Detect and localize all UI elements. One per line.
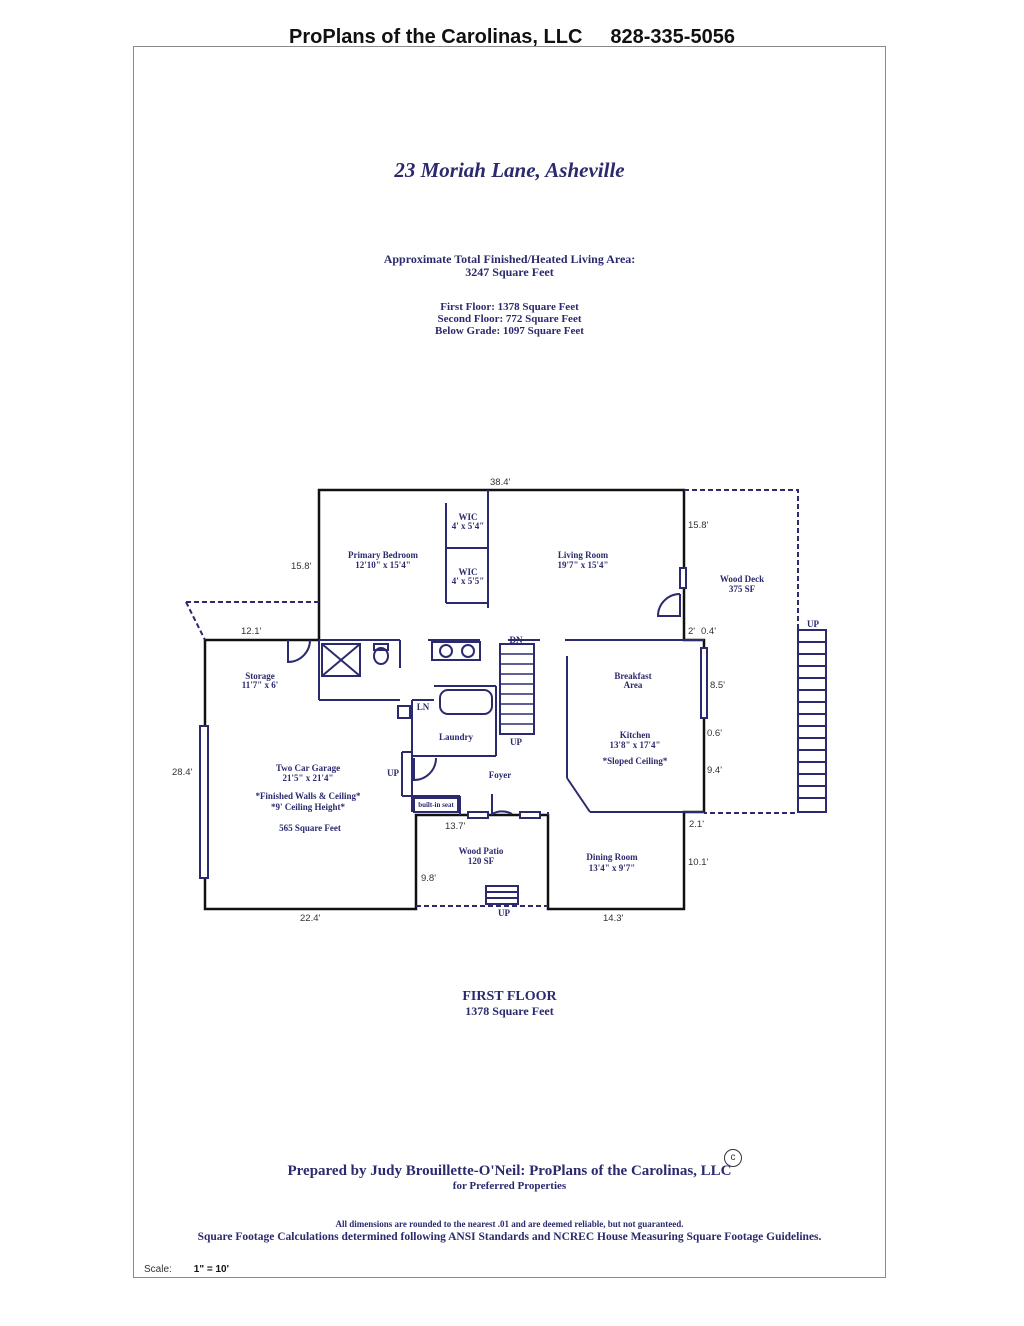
- wood-patio-area: 120 SF: [468, 856, 495, 866]
- dim-r-04: 0.4': [701, 626, 716, 637]
- wic-1-label: WIC: [458, 512, 477, 522]
- page-frame: [133, 46, 886, 1278]
- double-vanity: [431, 641, 481, 661]
- dim-r-2: 2': [688, 626, 695, 637]
- built-in-seat-label: built-in seat: [418, 801, 454, 809]
- door-swing: [413, 757, 437, 782]
- garage-label: Two Car Garage: [276, 763, 340, 773]
- dim-r-94: 9.4': [707, 765, 722, 776]
- kitchen-label: Kitchen: [620, 730, 651, 740]
- wic-2-dim: 4' x 5'5": [452, 576, 485, 586]
- wood-deck-label: Wood Deck: [720, 574, 764, 584]
- dim-top: 38.4': [490, 477, 510, 488]
- total-area-label: Approximate Total Finished/Heated Living…: [383, 252, 636, 266]
- disclaimer: All dimensions are rounded to the neares…: [335, 1219, 684, 1229]
- primary-bedroom-label: Primary Bedroom: [348, 550, 419, 560]
- garage-area: 565 Square Feet: [279, 823, 341, 833]
- dim-r-85: 8.5': [710, 680, 725, 691]
- window: [467, 811, 489, 819]
- garage-up-label: UP: [387, 768, 399, 778]
- door-swing: [491, 794, 513, 816]
- dim-r-06: 0.6': [707, 728, 722, 739]
- window: [679, 567, 687, 589]
- dim-patio-top: 13.7': [445, 821, 465, 832]
- door-swing: [656, 593, 681, 617]
- exterior-wall: [203, 488, 706, 911]
- shower: [321, 643, 361, 677]
- deck-stair: [797, 629, 827, 813]
- dim-patio-left: 9.8': [421, 873, 436, 884]
- toilet: [373, 647, 389, 665]
- laundry-label: Laundry: [439, 732, 474, 742]
- breakfast-label-2: Area: [624, 680, 643, 690]
- prepared-for: for Preferred Properties: [452, 1180, 567, 1192]
- bathtub: [439, 689, 493, 715]
- storage-label: Storage: [245, 671, 275, 681]
- patio-steps: [485, 885, 519, 905]
- wood-deck-area: 375 SF: [729, 584, 756, 594]
- down-stair-label: DN: [510, 635, 523, 645]
- built-in-seat: [413, 797, 459, 813]
- dim-right-upper: 15.8': [688, 520, 708, 531]
- wic-2-label: WIC: [458, 567, 477, 577]
- dim-r-21: 2.1': [689, 819, 704, 830]
- front-porch-outline: [185, 601, 319, 641]
- breakfast-label-1: Breakfast: [614, 671, 651, 681]
- second-floor-area: Second Floor: 772 Square Feet: [437, 313, 582, 325]
- door-swing: [287, 639, 311, 664]
- patio-up-label: UP: [498, 908, 510, 918]
- wic-1-dim: 4' x 5'4": [452, 521, 485, 531]
- up-stair-label: UP: [510, 737, 522, 747]
- kitchen-dim: 13'8" x 17'4": [610, 740, 661, 750]
- floor-area: 1378 Square Feet: [465, 1004, 554, 1018]
- window: [199, 725, 209, 879]
- dim-garage-bottom: 22.4': [300, 913, 320, 924]
- copyright-icon: c: [724, 1149, 742, 1167]
- scale-value: 1" = 10': [193, 1264, 229, 1275]
- scale-note: Scale: 1" = 10': [144, 1264, 229, 1275]
- primary-bedroom-dim: 12'10" x 15'4": [355, 560, 411, 570]
- dim-left-upper: 15.8': [291, 561, 311, 572]
- below-grade-area: Below Grade: 1097 Square Feet: [435, 325, 584, 337]
- wood-patio-label: Wood Patio: [459, 846, 504, 856]
- dim-r-101: 10.1': [688, 857, 708, 868]
- scale-label: Scale:: [144, 1264, 172, 1275]
- garage-note-2: *9' Ceiling Height*: [271, 802, 345, 812]
- storage-dim: 11'7" x 6': [242, 680, 279, 690]
- dim-dining-bottom: 14.3': [603, 913, 623, 924]
- floor-label: FIRST FLOOR: [462, 989, 557, 1004]
- property-title: 23 Moriah Lane, Asheville: [394, 158, 625, 182]
- stair: [499, 643, 535, 735]
- header: ProPlans of the Carolinas, LLC 828-335-50…: [0, 26, 1024, 49]
- foyer-label: Foyer: [489, 770, 512, 780]
- dining-room-dim: 13'4" x 9'7": [589, 863, 636, 873]
- company-name: ProPlans of the Carolinas, LLC: [289, 26, 583, 48]
- dim-garage-left: 28.4': [172, 767, 192, 778]
- dim-storage-top: 12.1': [241, 626, 261, 637]
- dining-room-label: Dining Room: [586, 852, 638, 862]
- total-area-value: 3247 Square Feet: [465, 265, 554, 279]
- living-room-label: Living Room: [558, 550, 609, 560]
- deck-up-label: UP: [807, 619, 819, 629]
- living-room-dim: 19'7" x 15'4": [558, 560, 609, 570]
- linen-label: LN: [417, 702, 430, 712]
- phone-number: 828-335-5056: [610, 26, 735, 48]
- prepared-by: Prepared by Judy Brouillette-O'Neil: Pro…: [287, 1163, 732, 1179]
- garage-note-1: *Finished Walls & Ceiling*: [255, 791, 361, 801]
- window: [519, 811, 541, 819]
- kitchen-note: *Sloped Ceiling*: [603, 756, 668, 766]
- linen-closet: [397, 705, 411, 719]
- standards-note: Square Footage Calculations determined f…: [197, 1231, 822, 1243]
- interior-wall: [566, 777, 591, 813]
- window: [700, 647, 708, 719]
- garage-dim: 21'5" x 21'4": [283, 773, 334, 783]
- first-floor-area: First Floor: 1378 Square Feet: [440, 301, 579, 313]
